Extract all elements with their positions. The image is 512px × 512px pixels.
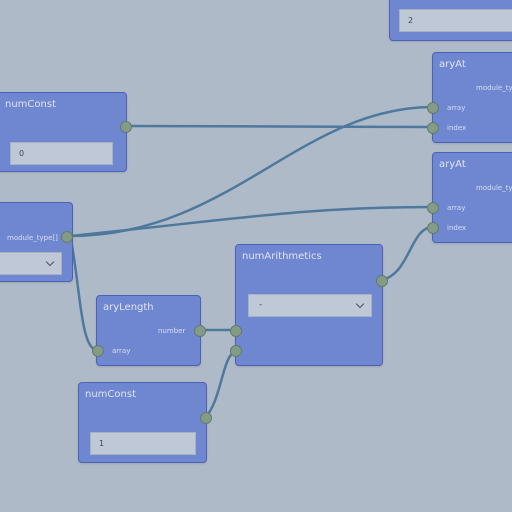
- output-label: module_ty: [476, 184, 512, 192]
- input-port-a[interactable]: [230, 325, 242, 337]
- operator-value: -: [259, 300, 263, 310]
- node-title: numConst: [85, 389, 136, 400]
- node-title: numConst: [5, 99, 56, 110]
- index-label: index: [447, 124, 467, 132]
- array-input-port[interactable]: [427, 202, 439, 214]
- chevron-down-icon: [45, 257, 55, 267]
- node-title: aryLength: [103, 302, 154, 313]
- node-ary-at[interactable]: aryAt module_ty array index: [427, 52, 512, 143]
- wire-module-to-aryat2-array: [69, 205, 434, 238]
- output-port[interactable]: [376, 275, 388, 287]
- node-module[interactable]: module_type[]: [0, 202, 73, 282]
- output-label: module_type[]: [7, 234, 58, 242]
- wire-numconst-to-aryat1-index: [124, 124, 434, 129]
- value-field[interactable]: 2: [399, 9, 512, 32]
- operator-select[interactable]: -: [248, 294, 372, 317]
- node-num-const[interactable]: numConst 1: [78, 382, 212, 463]
- index-input-port[interactable]: [427, 122, 439, 134]
- index-input-port[interactable]: [427, 222, 439, 234]
- node-ary-length[interactable]: aryLength number array: [92, 295, 206, 366]
- array-label: array: [447, 104, 466, 112]
- node-title: numArithmetics: [242, 251, 322, 262]
- index-label: index: [447, 224, 467, 232]
- input-port-b[interactable]: [230, 345, 242, 357]
- output-port[interactable]: [200, 412, 212, 424]
- output-label: module_ty: [476, 84, 512, 92]
- array-input-port[interactable]: [427, 102, 439, 114]
- value-field[interactable]: 0: [10, 142, 113, 165]
- number-output-port[interactable]: [194, 325, 206, 337]
- array-input-port[interactable]: [92, 345, 104, 357]
- chevron-down-icon: [355, 299, 365, 309]
- node-title: aryAt: [439, 59, 466, 70]
- node-title: aryAt: [439, 159, 466, 170]
- node-ary-at[interactable]: aryAt module_ty array index: [427, 152, 512, 243]
- output-port[interactable]: [120, 121, 132, 133]
- array-label: array: [447, 204, 466, 212]
- module-select[interactable]: [0, 252, 62, 275]
- node-top-partial[interactable]: 2: [389, 0, 512, 41]
- output-port[interactable]: [61, 231, 73, 243]
- wire-module-to-arylength-array: [68, 235, 98, 352]
- node-num-const[interactable]: numConst 0: [0, 92, 132, 172]
- wire-arith-to-aryat2-index: [380, 225, 434, 282]
- node-num-arithmetics[interactable]: numArithmetics -: [230, 244, 388, 366]
- value-field[interactable]: 1: [90, 432, 196, 455]
- wire-numconst2-to-arith: [204, 349, 237, 419]
- array-label: array: [112, 347, 131, 355]
- number-label: number: [158, 327, 186, 335]
